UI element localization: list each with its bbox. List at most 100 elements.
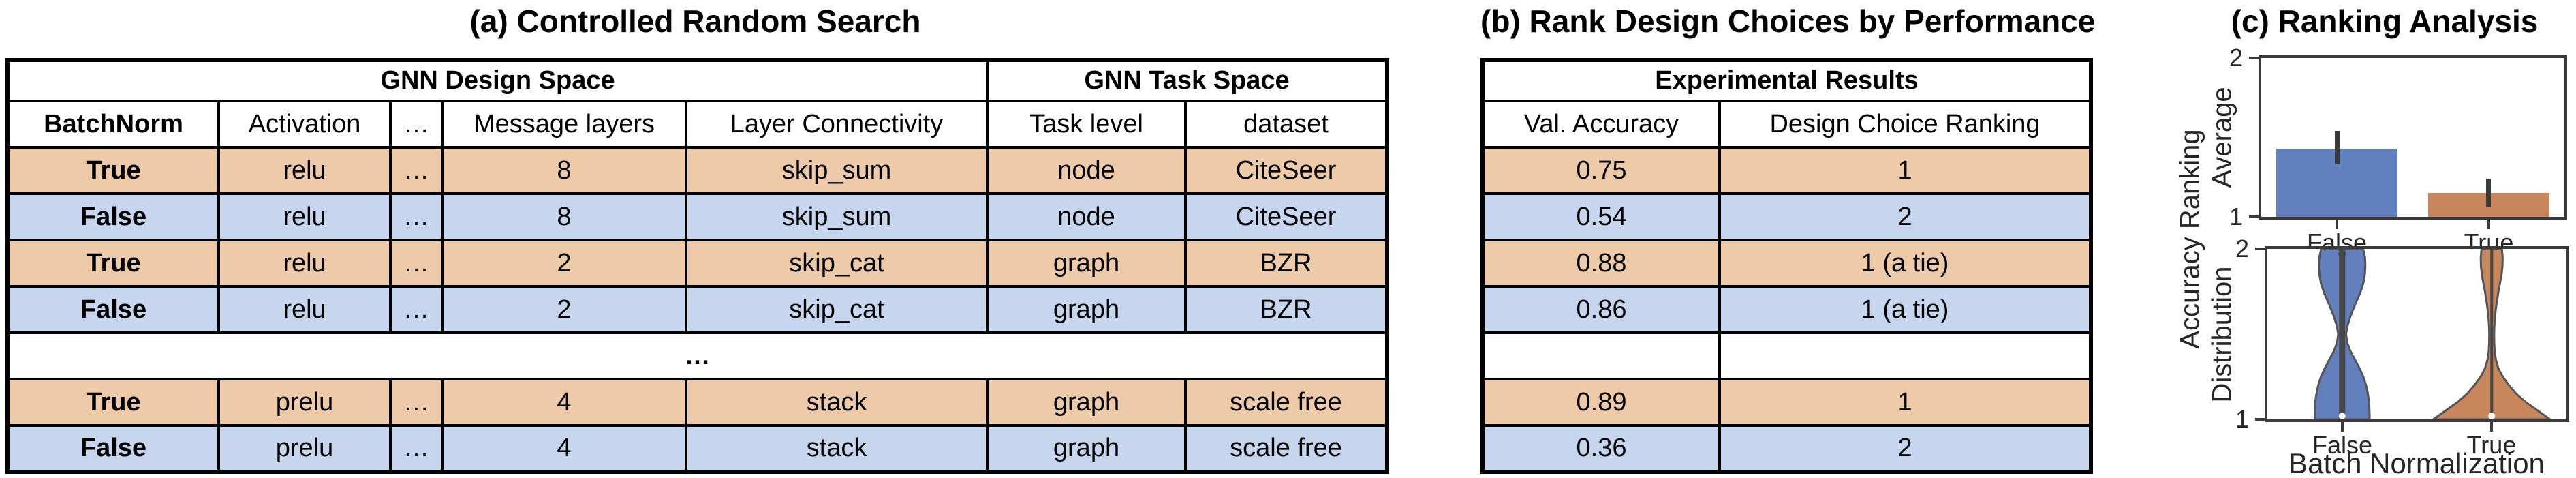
table-row: 0.88 1 (a tie)	[1481, 239, 2093, 288]
table-cell: skip_cat	[685, 285, 989, 334]
table-cell: stack	[685, 424, 989, 473]
batch-normalization-axis-label: Batch Normalization	[2288, 447, 2545, 478]
violin-cap-dot-false	[2338, 250, 2346, 258]
table-row: Val. Accuracy Design Choice Ranking	[1481, 100, 2093, 149]
col-header-val-accuracy: Val. Accuracy	[1481, 100, 1721, 149]
ytick-mark	[2255, 418, 2265, 421]
table-cell: graph	[986, 424, 1187, 473]
table-cell: 0.88	[1481, 239, 1721, 288]
table-cell: False	[6, 285, 220, 334]
table-cell: 0.54	[1481, 192, 1721, 241]
col-header-design-choice-ranking: Design Choice Ranking	[1718, 100, 2093, 149]
table-row: False relu … 8 skip_sum node CiteSeer	[6, 192, 1388, 241]
table-cell: …	[6, 331, 1388, 380]
table-cell: graph	[986, 239, 1187, 288]
table-row: True prelu … 4 stack graph scale free	[6, 378, 1388, 427]
xtick-mark	[2336, 220, 2338, 229]
table-cell: scale free	[1184, 378, 1388, 427]
table-cell: graph	[986, 285, 1187, 334]
average-bar-plot-area	[2259, 55, 2567, 220]
col-header-activation: Activation	[217, 100, 392, 149]
table-cell: True	[6, 239, 220, 288]
distribution-ytick-1: 1	[2235, 405, 2249, 433]
col-header-layer-connectivity: Layer Connectivity	[685, 100, 989, 149]
table-cell: 2	[441, 285, 687, 334]
table-row: True relu … 2 skip_cat graph BZR	[6, 239, 1388, 288]
col-header-batchnorm: BatchNorm	[6, 100, 220, 149]
table-cell: …	[389, 424, 444, 473]
table-cell: 0.86	[1481, 285, 1721, 334]
table-cell: CiteSeer	[1184, 192, 1388, 241]
table-cell: 0.75	[1481, 146, 1721, 195]
distribution-xtick-true: True	[2466, 431, 2517, 459]
col-header-ellipsis: …	[389, 100, 444, 149]
table-cell: node	[986, 146, 1187, 195]
table-cell: 2	[441, 239, 687, 288]
table-cell: BZR	[1184, 239, 1388, 288]
table-cell: relu	[217, 285, 392, 334]
table-cell: …	[389, 378, 444, 427]
table-cell: 1 (a tie)	[1718, 239, 2093, 288]
distribution-ytick-2: 2	[2235, 235, 2249, 263]
table-cell: prelu	[217, 424, 392, 473]
table-cell: True	[6, 378, 220, 427]
table-row: False prelu … 4 stack graph scale free	[6, 424, 1388, 473]
table-cell: prelu	[217, 378, 392, 427]
table-cell: False	[6, 424, 220, 473]
group-header-design-space: GNN Design Space	[6, 59, 989, 102]
table-cell: skip_cat	[685, 239, 989, 288]
xtick-mark	[2487, 220, 2490, 229]
distribution-violin-svg	[2313, 249, 2552, 419]
table-cell	[1718, 331, 2093, 380]
table-cell: 1	[1718, 146, 2093, 195]
table-row: BatchNorm Activation … Message layers La…	[6, 100, 1388, 149]
table-cell: CiteSeer	[1184, 146, 1388, 195]
table-cell: 1	[1718, 378, 2093, 427]
table-row	[1481, 331, 2093, 380]
table-cell: skip_sum	[685, 146, 989, 195]
average-axis-label: Average	[2207, 87, 2237, 188]
table-cell: BZR	[1184, 285, 1388, 334]
table-cell: relu	[217, 192, 392, 241]
table-cell: 2	[1718, 192, 2093, 241]
xtick-mark	[2341, 422, 2344, 432]
table-row: 0.75 1	[1481, 146, 2093, 195]
violin-inner-bar-true	[2490, 249, 2494, 419]
table-cell: 0.36	[1481, 424, 1721, 473]
table-row: True relu … 8 skip_sum node CiteSeer	[6, 146, 1388, 195]
table-cell: …	[389, 239, 444, 288]
table-cell: …	[389, 146, 444, 195]
violin-median-dot-true	[2488, 413, 2496, 419]
table-row-ellipsis: …	[6, 331, 1388, 380]
table-cell: 8	[441, 192, 687, 241]
panel-a-title: (a) Controlled Random Search	[469, 3, 921, 39]
table-cell: scale free	[1184, 424, 1388, 473]
table-cell: node	[986, 192, 1187, 241]
table-cell: 0.89	[1481, 378, 1721, 427]
xtick-mark	[2490, 422, 2493, 432]
col-header-message-layers: Message layers	[441, 100, 687, 149]
table-row: False relu … 2 skip_cat graph BZR	[6, 285, 1388, 334]
table-cell	[1481, 331, 1721, 380]
distribution-axis-label: Distribution	[2207, 265, 2237, 403]
table-cell: stack	[685, 378, 989, 427]
table-cell: 4	[441, 424, 687, 473]
table-cell: …	[389, 285, 444, 334]
col-header-task-level: Task level	[986, 100, 1187, 149]
table-row: Experimental Results	[1480, 59, 2093, 102]
ytick-mark	[2255, 248, 2265, 250]
table-cell: 2	[1718, 424, 2093, 473]
distribution-xtick-false: False	[2312, 431, 2373, 459]
group-header-task-space: GNN Task Space	[986, 59, 1388, 102]
table-cell: True	[6, 146, 220, 195]
table-cell: relu	[217, 239, 392, 288]
table-cell: False	[6, 192, 220, 241]
table-cell: 8	[441, 146, 687, 195]
ytick-mark	[2249, 215, 2259, 218]
col-header-dataset: dataset	[1184, 100, 1388, 149]
panel-c-title: (c) Ranking Analysis	[2231, 3, 2539, 39]
table-row: 0.89 1	[1481, 378, 2093, 427]
average-ytick-2: 2	[2229, 44, 2243, 72]
table-cell: 4	[441, 378, 687, 427]
